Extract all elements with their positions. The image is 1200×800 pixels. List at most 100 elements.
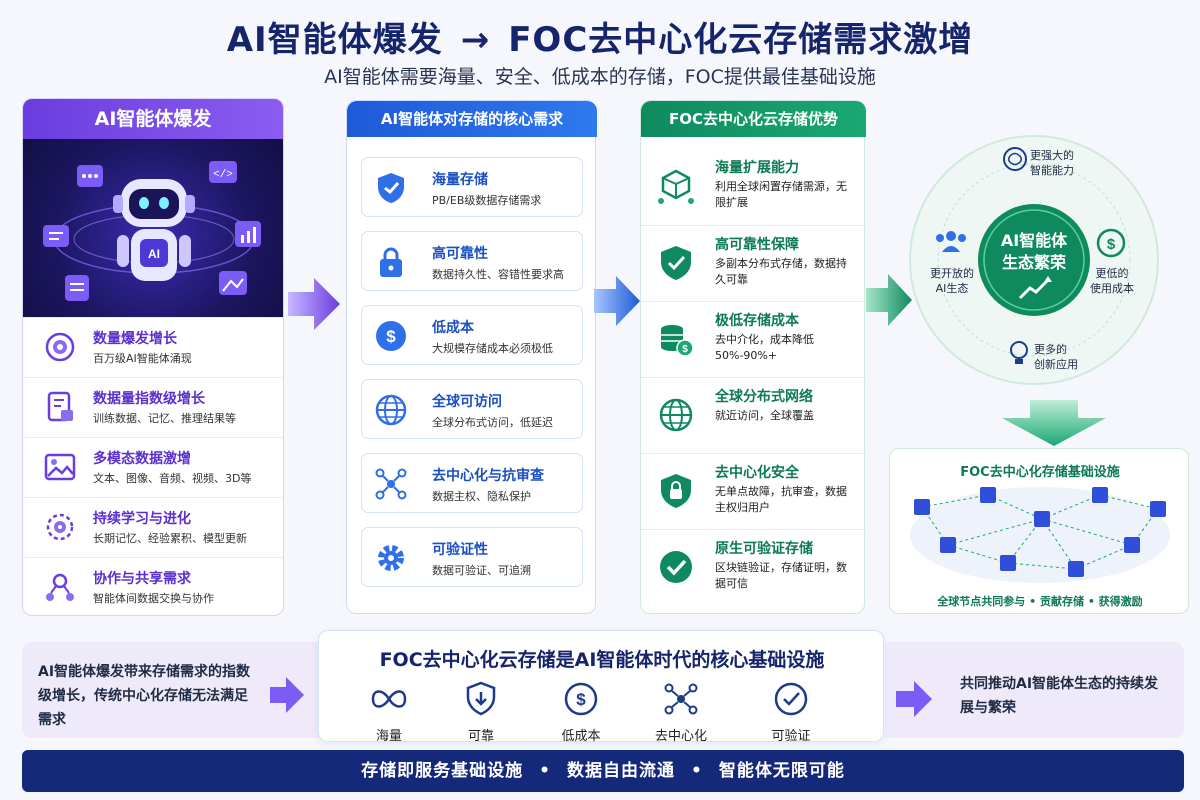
network-nodes-icon [375, 468, 407, 500]
robot-icon: AI </> [43, 161, 261, 301]
title-right: FOC去中心化云存储需求激增 [508, 20, 974, 60]
title-arrow: → [460, 20, 491, 60]
core-item-verifiable: 可验证 [751, 681, 831, 744]
col2-item-title: 低成本 [432, 320, 474, 336]
svg-text:</>: </> [213, 169, 233, 181]
col1-item-data-growth: 数据量指数级增长 训练数据、记忆、推理结果等 [23, 377, 283, 435]
col2-item-title: 去中心化与抗审查 [432, 468, 544, 484]
bottom-right-text: 共同推动AI智能体生态的持续发展与繁荣 [960, 676, 1159, 716]
arrow-right-icon [270, 677, 304, 713]
page-subtitle: AI智能体需要海量、安全、低成本的存储，FOC提供最佳基础设施 [324, 66, 876, 88]
core-item-low-cost: $ 低成本 [541, 681, 621, 744]
col2-item-desc: 全球分布式访问，低延迟 [432, 416, 553, 429]
image-icon [44, 453, 76, 481]
core-title: FOC去中心化云存储是AI智能体时代的核心基础设施 [379, 649, 825, 671]
banner-item: 数据自由流通 [567, 761, 675, 781]
ecosystem-rings [909, 135, 1159, 385]
core-item-label: 低成本 [561, 729, 601, 744]
page-title: AI智能体爆发→FOC去中心化云存储需求激增 [0, 12, 1200, 61]
shield-lock-icon [661, 474, 691, 508]
coin-stack-icon: $ [661, 325, 694, 357]
eco-center-line1: AI智能体 [1000, 231, 1068, 250]
storage-needs-panel: AI智能体对存储的核心需求 海量存储 PB/EB级数据存储需求 高可靠性 数据持… [346, 100, 597, 614]
core-item-label: 去中心化 [654, 729, 707, 744]
arrow-right-icon [866, 274, 912, 326]
brain-icon [46, 513, 74, 541]
eco-right-label: 更低的 使用成本 [1070, 266, 1154, 296]
col3-item-desc: 利用全球闲置存储需源，无限扩展 [715, 180, 847, 209]
dollar-icon: $ [564, 682, 598, 716]
col1-item-learning: 持续学习与进化 长期记忆、经验累积、模型更新 [23, 497, 283, 555]
lightbulb-icon [1010, 341, 1028, 364]
col2-item-global-access: 全球可访问 全球分布式访问，低延迟 [361, 379, 583, 439]
col1-title: AI智能体爆发 [23, 99, 283, 139]
col3-item-low-cost: $ 极低存储成本 去中介化，成本降低50%-90%+ [641, 301, 866, 377]
ecosystem-diagram: AI智能体 生态繁荣 更强大的 智能能力 更开放的 AI生态 $ 更低的 使用成… [906, 122, 1162, 398]
eco-top-line1: 更强大的 [1030, 149, 1074, 162]
col2-item-desc: PB/EB级数据存储需求 [432, 194, 542, 207]
col3-item-title: 全球分布式网络 [715, 389, 813, 405]
col3-item-desc: 多副本分布式存储，数据持久可靠 [715, 257, 847, 286]
col3-item-security: 去中心化安全 无单点故障，抗审查，数据主权归用户 [641, 453, 866, 529]
dollar-icon: $ [1096, 228, 1126, 258]
col3-item-title: 去中心化安全 [715, 465, 799, 481]
node-network-map [910, 487, 1170, 583]
core-item-mass: 海量 [349, 681, 429, 744]
ai-agent-explosion-panel: AI智能体爆发 AI </> [22, 98, 284, 616]
col3-item-title: 高可靠性保障 [715, 237, 799, 253]
col3-title: FOC去中心化云存储优势 [641, 101, 866, 137]
check-circle-icon [774, 682, 808, 716]
eco-top-label: 更强大的 智能能力 [1030, 148, 1100, 178]
dollar-icon: $ [376, 321, 406, 351]
bottom-left-summary: AI智能体爆发带来存储需求的指数级增长，传统中心化存储无法满足需求 [22, 642, 322, 738]
eco-left-label: 更开放的 AI生态 [912, 266, 992, 296]
col3-item-verifiable: 原生可验证存储 区块链验证，存储证明，数据可信 [641, 529, 866, 605]
col3-item-desc: 就近访问，全球覆盖 [715, 409, 814, 422]
collaboration-icon [46, 573, 74, 601]
core-infrastructure-card: FOC去中心化云存储是AI智能体时代的核心基础设施 海量 可靠 $ 低成本 去中… [318, 630, 884, 744]
col3-item-desc: 无单点故障，抗审查，数据主权归用户 [715, 485, 847, 514]
target-icon [45, 332, 75, 362]
eco-right-line1: 更低的 [1095, 267, 1129, 280]
shield-download-icon [466, 681, 496, 716]
svg-text:$: $ [682, 344, 688, 355]
document-chart-icon [47, 391, 73, 422]
robot-chest-label: AI [148, 247, 160, 261]
banner-item: 智能体无限可能 [718, 761, 845, 781]
bottom-left-text: AI智能体爆发带来存储需求的指数级增长，传统中心化存储无法满足需求 [38, 664, 251, 728]
col3-item-desc: 去中介化，成本降低50%-90%+ [715, 333, 814, 362]
network-nodes-icon [664, 683, 698, 715]
col2-item-desc: 数据可验证、可追溯 [432, 564, 531, 577]
robot-illustration: AI </> [23, 139, 283, 317]
col1-item-desc: 长期记忆、经验累积、模型更新 [93, 532, 247, 545]
core-item-label: 可靠 [467, 729, 494, 744]
brain-icon [1003, 147, 1027, 171]
col1-item-collaboration: 协作与共享需求 智能体间数据交换与协作 [23, 557, 283, 615]
col1-item-desc: 百万级AI智能体涌现 [93, 352, 192, 365]
core-item-reliable: 可靠 [441, 681, 521, 744]
core-item-label: 海量 [375, 729, 402, 744]
lock-icon [380, 247, 402, 277]
arrow-right-icon [594, 276, 640, 326]
cube-network-icon [658, 169, 694, 204]
eco-bottom-line1: 更多的 [1034, 343, 1067, 356]
eco-right-line2: 使用成本 [1090, 282, 1134, 295]
arrow-down-icon [1002, 400, 1106, 446]
col1-item-title: 持续学习与进化 [93, 511, 191, 527]
col1-item-title: 数据量指数级增长 [93, 391, 205, 407]
eco-left-line1: 更开放的 [930, 267, 974, 280]
shield-icon [378, 173, 404, 203]
bottom-right-summary: 共同推动AI智能体生态的持续发展与繁荣 [884, 642, 1184, 738]
eco-bottom-label: 更多的 创新应用 [1034, 342, 1104, 372]
col2-item-mass-storage: 海量存储 PB/EB级数据存储需求 [361, 157, 583, 217]
svg-text:$: $ [1107, 236, 1116, 253]
col2-item-verifiable: 可验证性 数据可验证、可追溯 [361, 527, 583, 587]
col1-item-title: 数量爆发增长 [93, 331, 177, 347]
eco-bottom-line2: 创新应用 [1034, 358, 1078, 371]
eco-center-line2: 生态繁荣 [1001, 253, 1066, 272]
col1-item-title: 多模态数据激增 [93, 451, 191, 467]
foc-infrastructure-panel: FOC去中心化存储基础设施 全球节点共同参与 • 贡献存储 • 获得激励 [889, 448, 1189, 614]
banner-item: 存储即服务基础设施 [361, 761, 524, 781]
col3-item-title: 极低存储成本 [715, 313, 799, 329]
arrow-right-icon [896, 681, 932, 717]
